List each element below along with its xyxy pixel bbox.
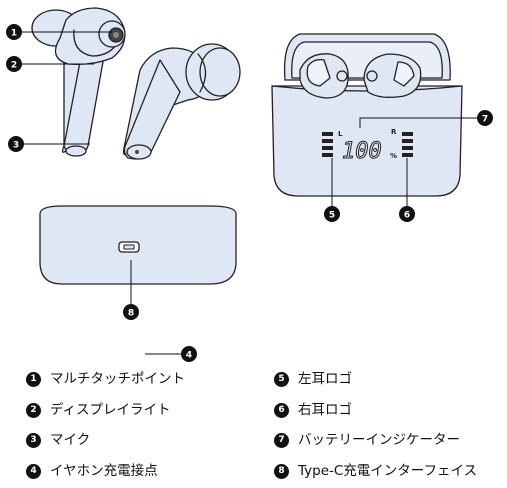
legend-label: バッテリーインジケーター — [298, 432, 460, 448]
legend-item-1: 1 マルチタッチポイント — [26, 371, 185, 387]
left-battery-bars — [322, 132, 333, 157]
legend-item-5: 5 左耳ロゴ — [274, 371, 352, 387]
legend-badge: 2 — [26, 402, 41, 418]
callout-1: 1 — [6, 24, 22, 40]
leader-lines — [20, 31, 478, 355]
right-earbud — [122, 43, 241, 160]
legend-label: ディスプレイライト — [50, 402, 171, 418]
callout-4: 4 — [181, 346, 197, 362]
case-underside — [39, 205, 237, 285]
svg-text:6: 6 — [404, 211, 410, 221]
left-mark: L — [338, 130, 343, 138]
legend-label: マイク — [50, 432, 91, 448]
svg-text:5: 5 — [329, 211, 335, 221]
callout-3: 3 — [8, 136, 24, 152]
legend-badge: 3 — [26, 432, 41, 448]
legend-badge: 4 — [26, 463, 41, 479]
legend-badge: 7 — [274, 432, 289, 448]
callout-7: 7 — [477, 110, 493, 126]
battery-display: L R 100 % — [322, 128, 413, 165]
legend-label: イヤホン充電接点 — [50, 463, 158, 479]
svg-text:3: 3 — [13, 141, 19, 151]
callout-6: 6 — [399, 206, 415, 222]
svg-text:7: 7 — [482, 115, 488, 125]
legend-item-2: 2 ディスプレイライト — [26, 402, 171, 418]
percent-sign: % — [390, 152, 397, 160]
battery-percent-value: 100 — [342, 139, 382, 164]
legend-badge: 5 — [274, 371, 289, 387]
svg-text:4: 4 — [186, 351, 192, 361]
legend-badge: 8 — [274, 463, 289, 479]
right-battery-bars — [402, 132, 413, 157]
legend-label: Type-C充電インターフェイス — [298, 463, 478, 479]
legend-item-6: 6 右耳ロゴ — [274, 402, 352, 418]
callout-5: 5 — [324, 206, 340, 222]
legend-label: マルチタッチポイント — [50, 371, 185, 387]
legend-item-8: 8 Type-C充電インターフェイス — [274, 463, 477, 479]
legend-label: 右耳ロゴ — [298, 402, 352, 418]
legend-badge: 1 — [26, 371, 41, 387]
svg-text:8: 8 — [128, 309, 134, 319]
left-earbud — [31, 7, 126, 157]
legend-item-3: 3 マイク — [26, 432, 90, 448]
svg-text:2: 2 — [11, 61, 17, 71]
legend-item-7: 7 バッテリーインジケーター — [274, 432, 460, 448]
right-mark: R — [391, 128, 397, 136]
legend-item-4: 4 イヤホン充電接点 — [26, 463, 158, 479]
callout-8: 8 — [123, 304, 139, 320]
legend-badge: 6 — [274, 402, 289, 418]
legend-label: 左耳ロゴ — [298, 371, 352, 387]
callout-2: 2 — [6, 56, 22, 72]
svg-text:1: 1 — [11, 29, 17, 39]
charging-case — [271, 33, 463, 197]
